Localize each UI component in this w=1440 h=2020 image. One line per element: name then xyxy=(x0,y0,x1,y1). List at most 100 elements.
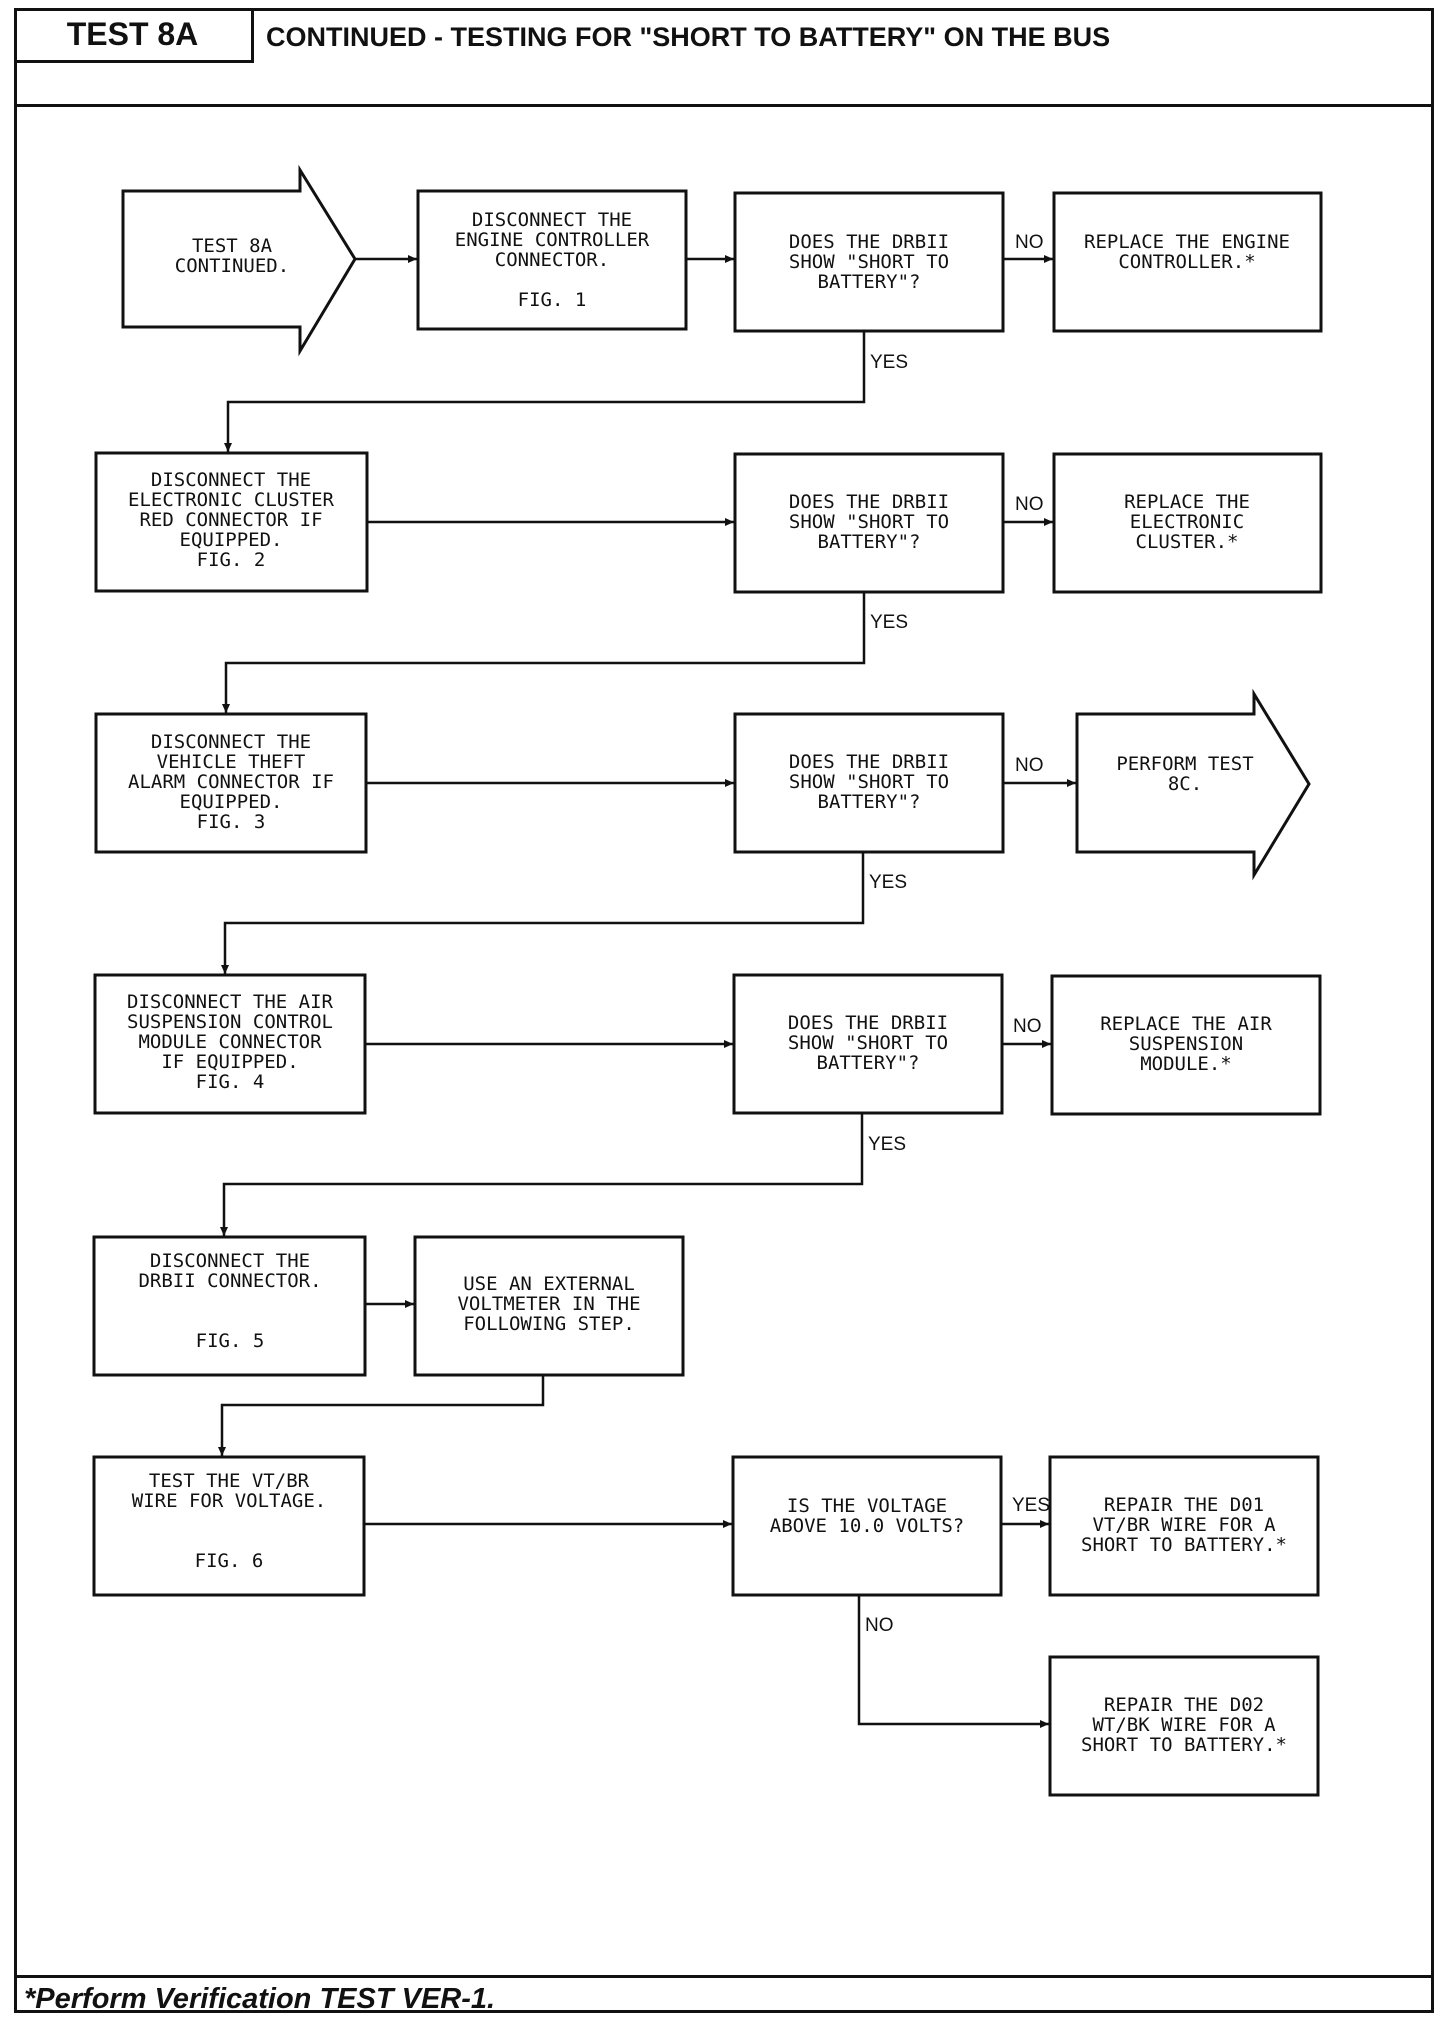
box-text-line: FIG. 3 xyxy=(197,811,266,833)
label-no-3: NO xyxy=(1015,755,1044,776)
connector-s5b-to-s6 xyxy=(218,1375,545,1456)
box-text-line: FIG. 2 xyxy=(197,549,266,571)
box-text-line: DOES THE DRBII xyxy=(789,491,949,513)
page-title: CONTINUED - TESTING FOR "SHORT TO BATTER… xyxy=(266,22,1111,52)
box-text-line: CLUSTER.* xyxy=(1136,531,1239,553)
label-yes-3: YES xyxy=(869,872,907,893)
box-text-line: SHOW "SHORT TO xyxy=(789,771,949,793)
box-text-line: MODULE.* xyxy=(1140,1053,1232,1075)
box-text-line: DOES THE DRBII xyxy=(788,1012,948,1034)
box-text-line: VOLTMETER IN THE xyxy=(457,1293,640,1315)
box-text-line: DISCONNECT THE xyxy=(472,209,632,231)
box-text-line: TEST THE VT/BR xyxy=(149,1470,310,1492)
result-replace-air-suspension xyxy=(1050,974,1322,1116)
connector-q2-yes xyxy=(222,592,866,713)
box-text-line: ALARM CONNECTOR IF xyxy=(128,771,334,793)
box-text-line: 8C. xyxy=(1168,773,1202,795)
box-text-line: SHOW "SHORT TO xyxy=(789,251,949,273)
result-perform-test-8c-arrow xyxy=(1075,688,1311,881)
box-text-line: VEHICLE THEFT xyxy=(157,751,306,773)
box-text-line: PERFORM TEST xyxy=(1116,753,1253,775)
box-text-line: FIG. 6 xyxy=(195,1550,264,1572)
box-text-line: REPLACE THE ENGINE xyxy=(1084,231,1290,253)
box-text-line: SHOW "SHORT TO xyxy=(788,1032,948,1054)
box-text-line: RED CONNECTOR IF xyxy=(139,509,322,531)
box-text-line: SHORT TO BATTERY.* xyxy=(1081,1534,1287,1556)
footer-note: *Perform Verification TEST VER-1. xyxy=(24,1983,496,2015)
box-text-line: SUSPENSION CONTROL xyxy=(127,1011,333,1033)
decision-short-to-battery-1 xyxy=(733,191,1005,333)
box-text-line: BATTERY"? xyxy=(817,1052,920,1074)
box-text-line: DISCONNECT THE xyxy=(151,469,311,491)
box-text-line: EQUIPPED. xyxy=(180,791,283,813)
result-replace-engine-controller xyxy=(1052,191,1323,333)
box-text-line: IS THE VOLTAGE xyxy=(787,1495,947,1517)
result-replace-electronic-cluster xyxy=(1052,452,1323,594)
decision-voltage-above-10 xyxy=(731,1455,1003,1597)
box-text-line: EQUIPPED. xyxy=(180,529,283,551)
box-text-line: ENGINE CONTROLLER xyxy=(455,229,650,251)
connector-q4-yes xyxy=(220,1113,864,1236)
box-text-line: ABOVE 10.0 VOLTS? xyxy=(770,1515,964,1537)
box-text-line: WIRE FOR VOLTAGE. xyxy=(132,1490,326,1512)
box-text-line: DOES THE DRBII xyxy=(789,231,949,253)
result-repair-d01-wire xyxy=(1048,1455,1320,1597)
box-text-line: FIG. 4 xyxy=(196,1071,265,1093)
step-disconnect-engine-controller xyxy=(416,189,688,331)
box-text-line: USE AN EXTERNAL xyxy=(463,1273,635,1295)
box-text-line: DISCONNECT THE xyxy=(151,731,311,753)
step-disconnect-air-suspension xyxy=(93,973,367,1115)
box-text-line: BATTERY"? xyxy=(818,791,921,813)
step-disconnect-drbii xyxy=(92,1235,367,1377)
box-text-line: FIG. 5 xyxy=(196,1330,265,1352)
box-text-line: SUSPENSION xyxy=(1129,1033,1243,1055)
box-text-line: REPLACE THE AIR xyxy=(1100,1013,1272,1035)
connector-q3-yes xyxy=(221,852,865,974)
box-text-line: SHORT TO BATTERY.* xyxy=(1081,1734,1287,1756)
box-text-line: VT/BR WIRE FOR A xyxy=(1092,1514,1276,1536)
box-text-line: CONTINUED. xyxy=(175,255,289,277)
box-text-line: DOES THE DRBII xyxy=(789,751,949,773)
step-disconnect-electronic-cluster xyxy=(94,451,369,593)
label-no-6: NO xyxy=(865,1615,894,1636)
footer-divider xyxy=(14,1975,1434,1978)
box-text-line: CONTROLLER.* xyxy=(1118,251,1255,273)
decision-short-to-battery-3 xyxy=(733,712,1005,854)
box-text-line: DISCONNECT THE AIR xyxy=(127,991,333,1013)
box-text-line: FOLLOWING STEP. xyxy=(463,1313,635,1335)
label-no-1: NO xyxy=(1015,232,1044,253)
box-text-line: WT/BK WIRE FOR A xyxy=(1092,1714,1276,1736)
connector-q6-no xyxy=(857,1595,1049,1728)
box-text-line: CONNECTOR. xyxy=(495,249,609,271)
box-text-line: SHOW "SHORT TO xyxy=(789,511,949,533)
step-use-external-voltmeter xyxy=(413,1235,685,1377)
box-text-line: ELECTRONIC xyxy=(1130,511,1244,533)
connector-q1-yes xyxy=(224,331,866,452)
decision-short-to-battery-2 xyxy=(733,452,1005,594)
result-repair-d02-wire xyxy=(1048,1655,1320,1797)
start-arrow-shape xyxy=(121,164,357,357)
box-text-line: REPAIR THE D01 xyxy=(1104,1494,1264,1516)
box-text-line: MODULE CONNECTOR xyxy=(138,1031,322,1053)
header: TEST 8A CONTINUED - TESTING FOR "SHORT T… xyxy=(14,8,1434,104)
label-no-4: NO xyxy=(1013,1016,1042,1037)
header-divider xyxy=(14,104,1434,107)
step-test-vt-br-wire xyxy=(92,1455,366,1597)
